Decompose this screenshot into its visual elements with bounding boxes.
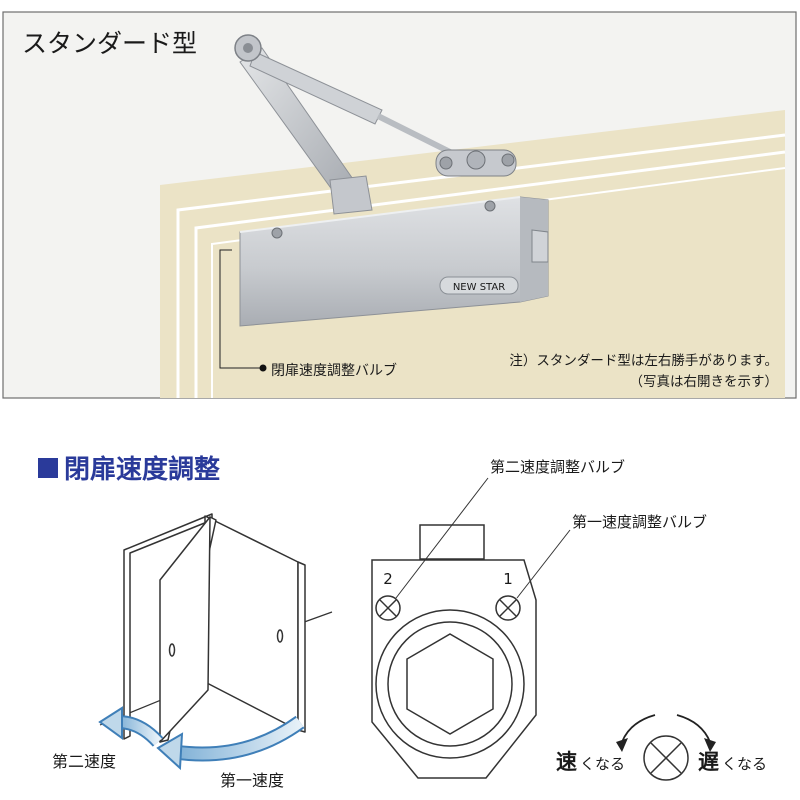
left-door-frame — [123, 513, 213, 740]
faster-suffix: くなる — [580, 755, 625, 773]
arm-pivot — [329, 175, 373, 215]
note-line-1: 注）スタンダード型は左右勝手があります。 — [509, 353, 778, 369]
screw-icon — [271, 227, 283, 239]
door-edge-line-1 — [176, 133, 786, 398]
first-speed-label: 第一速度 — [220, 771, 284, 790]
door-edge-line-3 — [211, 167, 786, 398]
screw-icon — [484, 200, 496, 212]
valve-label: 閉扉速度調整バルブ — [271, 362, 397, 379]
note-line-2: （写真は右開きを示す） — [630, 374, 779, 390]
screw-icon — [439, 156, 453, 170]
first-speed-arrowhead — [156, 732, 184, 771]
ccw-arrowhead-icon — [616, 738, 628, 752]
valve-2-icon — [375, 595, 401, 621]
valve-1-number: 1 — [503, 570, 513, 588]
slower-label: 遅 — [698, 750, 719, 774]
door-illustration — [99, 513, 333, 743]
second-speed-label: 第二速度 — [52, 752, 116, 771]
door-edge-line-2 — [194, 150, 786, 398]
cw-arrow-icon — [676, 714, 711, 743]
right-door — [204, 515, 299, 731]
closer-end-view — [371, 524, 537, 779]
valve-2-leader — [395, 477, 489, 599]
brand-label: NEW STAR — [453, 282, 505, 293]
screw-icon — [501, 153, 515, 167]
hex-nut-icon — [406, 633, 494, 735]
bracket-joint — [466, 150, 486, 170]
second-speed-arrowhead — [98, 706, 123, 740]
valve-1-leader — [516, 529, 571, 599]
valve-1-icon — [495, 595, 521, 621]
cw-arrowhead-icon — [704, 738, 716, 752]
photo-title: スタンダード型 — [22, 29, 197, 58]
photo-panel: NEW STAR スタンダード型 閉扉速度調整バルブ 注）スタンダード型は左右勝… — [2, 11, 797, 399]
speed-legend-valve-icon — [643, 735, 689, 781]
door-handle — [276, 629, 284, 643]
valve-2-label: 第二速度調整バルブ — [490, 458, 625, 476]
hex-cap — [531, 229, 549, 263]
ccw-arrow-icon — [621, 714, 656, 743]
heading-square-icon — [38, 458, 58, 478]
door-handle — [168, 643, 176, 657]
leader-dot — [259, 364, 267, 372]
closer-arm — [234, 34, 517, 215]
section-heading: 閉扉速度調整 — [64, 454, 220, 485]
valve-1-label: 第一速度調整バルブ — [572, 513, 707, 531]
slower-suffix: くなる — [722, 755, 767, 773]
valve-leader-line — [219, 249, 262, 369]
brand-plate — [439, 276, 519, 295]
closer-body: NEW STAR — [239, 196, 549, 327]
first-speed-arrow — [174, 717, 304, 760]
forearm — [249, 51, 383, 125]
valve-2-number: 2 — [383, 570, 393, 588]
faster-label: 速 — [556, 750, 577, 774]
